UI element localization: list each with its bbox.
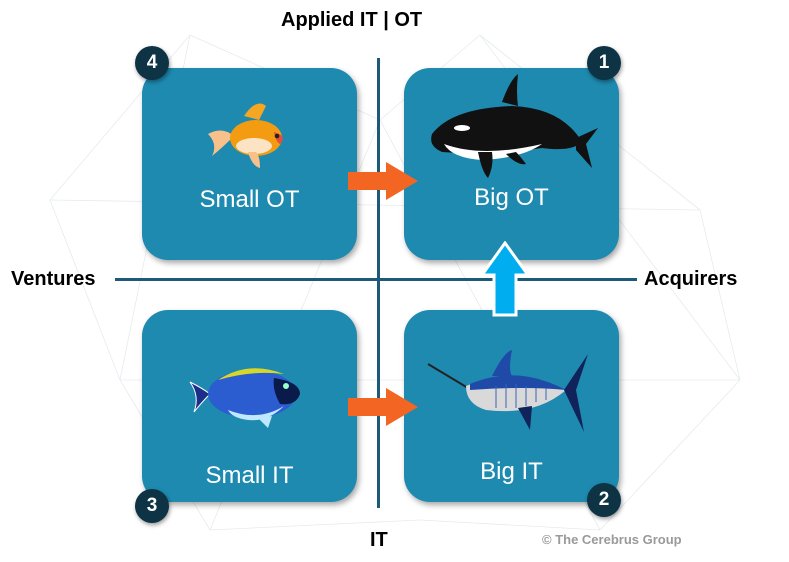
orca-icon (431, 74, 598, 178)
goldfish-icon (208, 103, 283, 168)
quadrant-small-it: Small IT (142, 310, 357, 502)
tang-fish-icon (189, 368, 300, 428)
orange-arrow-right-icon (348, 388, 418, 426)
vertical-axis-line (377, 58, 380, 508)
number-badge-2: 2 (587, 483, 621, 517)
quadrant-big-ot: Big OT (404, 68, 619, 260)
axis-label-left: Ventures (11, 268, 96, 290)
quadrant-small-ot: Small OT (142, 68, 357, 260)
axis-label-bottom: IT (370, 529, 388, 551)
marlin-icon (427, 350, 588, 432)
quadrant-label: Big OT (474, 184, 549, 211)
copyright-credit: © The Cerebrus Group (542, 532, 682, 547)
axis-label-right: Acquirers (644, 268, 738, 290)
quadrant-label: Small IT (205, 462, 294, 489)
axis-label-top: Applied IT | OT (281, 9, 423, 31)
horizontal-axis-line (115, 278, 637, 281)
quadrant-label: Big IT (480, 458, 543, 485)
number-badge-4: 4 (135, 46, 169, 80)
quadrant-label: Small OT (199, 186, 300, 213)
orange-arrow-right-icon (348, 162, 418, 200)
number-badge-1: 1 (587, 46, 621, 80)
quadrant-big-it: Big IT (404, 310, 619, 502)
number-badge-3: 3 (135, 489, 169, 523)
blue-arrow-up-icon (480, 241, 530, 317)
